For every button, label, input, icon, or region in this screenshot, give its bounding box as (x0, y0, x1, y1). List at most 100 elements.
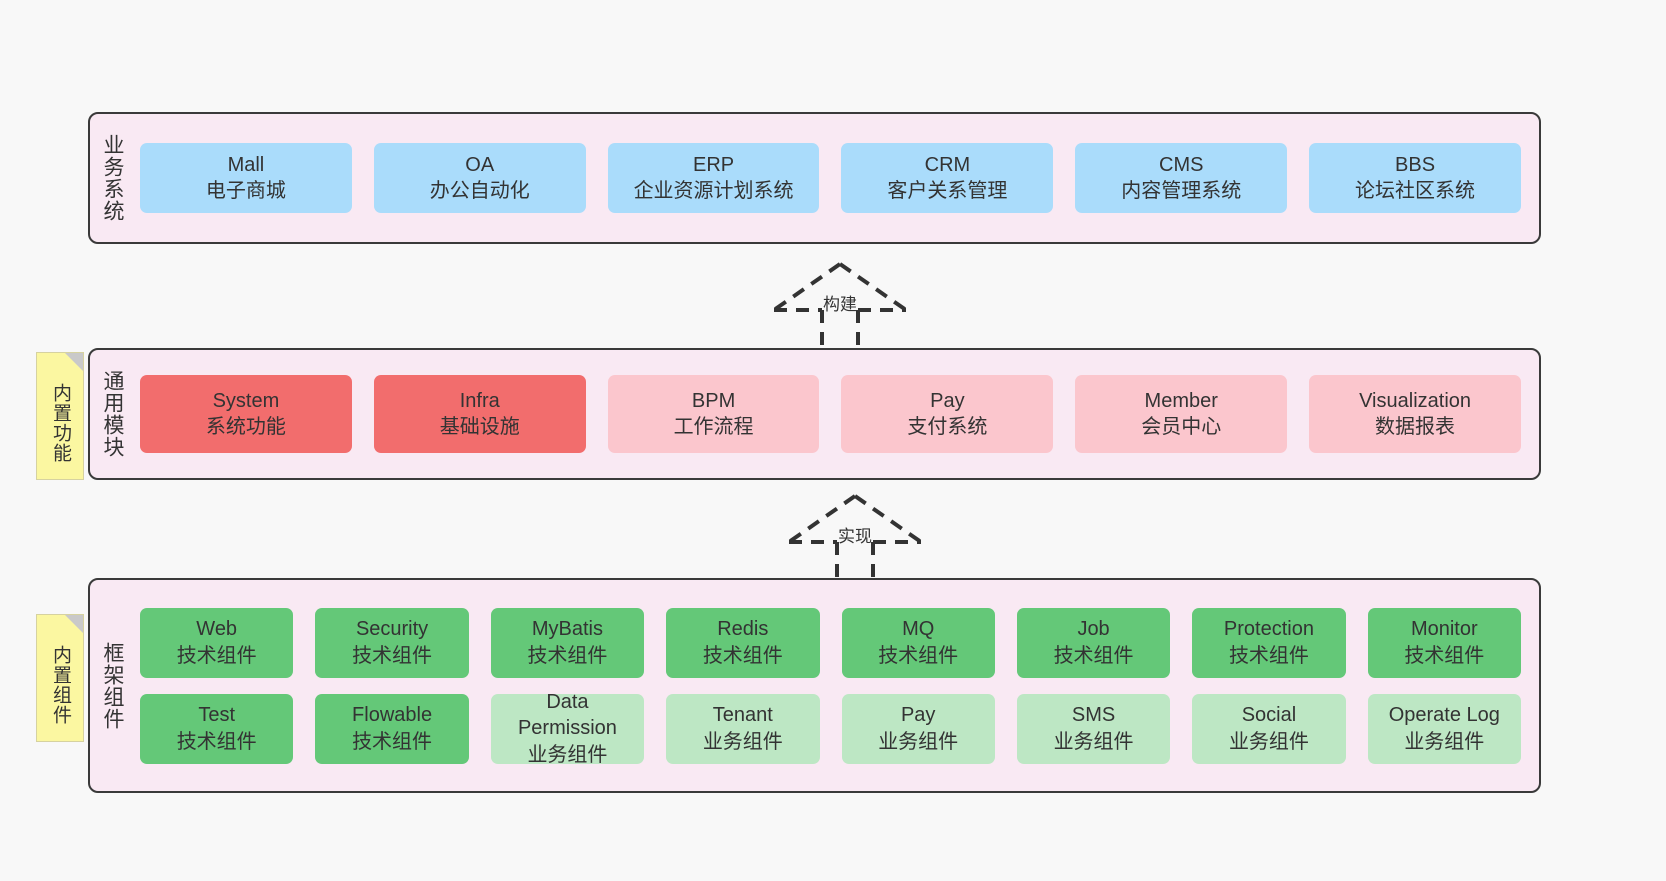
card-visualization-sub: 数据报表 (1375, 416, 1456, 438)
card-monitor-name: Monitor (1410, 618, 1478, 641)
card-pay-framework-sub: 业务组件 (878, 730, 959, 753)
card-pay-common-name: Pay (930, 389, 965, 412)
card-mall-sub: 电子商城 (205, 180, 286, 202)
card-cms-sub: 内容管理系统 (1121, 180, 1242, 202)
layer-common-module-title: 通用模块 (100, 370, 124, 458)
sticky-note-builtin-function: 内置功能 (36, 352, 84, 480)
card-crm[interactable]: CRM 客户关系管理 (841, 143, 1054, 213)
card-infra-sub: 基础设施 (439, 416, 520, 438)
card-security-name: Security (355, 618, 429, 641)
sticky-note-builtin-component: 内置组件 (36, 614, 84, 742)
common-card-row: System 系统功能 Infra 基础设施 BPM 工作流程 Pay 支付系统… (140, 375, 1521, 453)
card-bbs[interactable]: BBS 论坛社区系统 (1309, 143, 1521, 213)
sticky-note-builtin-component-label: 内置组件 (50, 645, 72, 725)
card-bbs-sub: 论坛社区系统 (1355, 180, 1476, 202)
card-pay-common[interactable]: Pay 支付系统 (841, 375, 1054, 453)
card-web[interactable]: Web 技术组件 (140, 607, 294, 678)
card-social[interactable]: Social 业务组件 (1192, 693, 1346, 764)
card-protection-sub: 技术组件 (1228, 644, 1309, 667)
card-crm-name: CRM (924, 153, 971, 176)
card-member-sub: 会员中心 (1141, 416, 1222, 438)
card-protection-name: Protection (1223, 618, 1314, 641)
card-sms[interactable]: SMS 业务组件 (1016, 693, 1171, 764)
card-erp[interactable]: ERP 企业资源计划系统 (607, 143, 820, 213)
card-tenant-name: Tenant (712, 704, 773, 727)
card-data-permission[interactable]: Data Permission 业务组件 (490, 691, 645, 766)
arrow-build-label: 构建 (823, 295, 857, 314)
card-oa-name: OA (465, 153, 495, 176)
card-system-sub: 系统功能 (205, 416, 286, 438)
card-test-name: Test (198, 704, 236, 727)
layer-framework-component-title: 框架组件 (100, 641, 124, 730)
card-mq-sub: 技术组件 (878, 644, 959, 667)
card-redis-name: Redis (717, 618, 769, 641)
card-operate-log-name: Operate Log (1388, 704, 1500, 727)
card-social-name: Social (1241, 704, 1297, 727)
card-bpm-name: BPM (691, 389, 736, 412)
card-erp-sub: 企业资源计划系统 (633, 180, 794, 202)
card-bpm[interactable]: BPM 工作流程 (607, 375, 820, 453)
card-mall-name: Mall (227, 153, 265, 176)
card-test-sub: 技术组件 (176, 730, 257, 753)
card-mq[interactable]: MQ 技术组件 (841, 607, 995, 678)
card-tenant[interactable]: Tenant 业务组件 (666, 693, 820, 764)
layer-business-system-title: 业务系统 (100, 134, 124, 222)
card-mybatis-name: MyBatis (531, 618, 603, 641)
card-mq-name: MQ (902, 618, 935, 641)
card-member[interactable]: Member 会员中心 (1075, 375, 1288, 453)
card-web-name: Web (196, 618, 238, 641)
card-job-sub: 技术组件 (1053, 644, 1134, 667)
card-job[interactable]: Job 技术组件 (1016, 607, 1171, 678)
arrow-implement-label: 实现 (838, 527, 872, 546)
card-mybatis-sub: 技术组件 (527, 644, 608, 667)
card-operate-log[interactable]: Operate Log 业务组件 (1367, 693, 1521, 764)
card-sms-sub: 业务组件 (1053, 730, 1134, 753)
card-redis-sub: 技术组件 (702, 644, 783, 667)
card-monitor[interactable]: Monitor 技术组件 (1367, 607, 1521, 678)
card-system[interactable]: System 系统功能 (140, 375, 352, 453)
card-crm-sub: 客户关系管理 (887, 180, 1008, 202)
card-job-name: Job (1077, 618, 1110, 641)
layer-common-module: 通用模块 System 系统功能 Infra 基础设施 BPM 工作流程 Pay… (88, 348, 1541, 480)
card-web-sub: 技术组件 (176, 644, 257, 667)
framework-card-row-business: Test 技术组件 Flowable 技术组件 Data Permission … (140, 691, 1521, 766)
card-security[interactable]: Security 技术组件 (315, 607, 469, 678)
card-redis[interactable]: Redis 技术组件 (666, 607, 820, 678)
card-pay-framework[interactable]: Pay 业务组件 (841, 693, 995, 764)
card-tenant-sub: 业务组件 (702, 730, 783, 753)
card-visualization[interactable]: Visualization 数据报表 (1309, 375, 1521, 453)
card-infra[interactable]: Infra 基础设施 (373, 375, 586, 453)
card-cms[interactable]: CMS 内容管理系统 (1075, 143, 1288, 213)
card-oa[interactable]: OA 办公自动化 (373, 143, 586, 213)
card-mall[interactable]: Mall 电子商城 (140, 143, 352, 213)
layer-framework-component-body: Web 技术组件 Security 技术组件 MyBatis 技术组件 Redi… (134, 580, 1539, 791)
card-social-sub: 业务组件 (1228, 730, 1309, 753)
framework-card-row-technical: Web 技术组件 Security 技术组件 MyBatis 技术组件 Redi… (140, 607, 1521, 678)
card-pay-framework-name: Pay (900, 704, 936, 727)
card-monitor-sub: 技术组件 (1404, 644, 1485, 667)
card-test[interactable]: Test 技术组件 (140, 693, 294, 764)
arrow-implement: 实现 (775, 490, 935, 586)
card-flowable-name: Flowable (352, 704, 433, 727)
card-data-permission-sub: 业务组件 (527, 743, 608, 766)
card-mybatis[interactable]: MyBatis 技术组件 (490, 607, 645, 678)
layer-business-system: 业务系统 Mall 电子商城 OA 办公自动化 ERP 企业资源计划系统 CRM… (88, 112, 1541, 244)
card-flowable-sub: 技术组件 (352, 730, 433, 753)
layer-framework-component: 框架组件 Web 技术组件 Security 技术组件 MyBatis 技术组件… (88, 578, 1541, 793)
arrow-implement-icon (787, 494, 923, 584)
card-bpm-sub: 工作流程 (673, 416, 754, 438)
card-cms-name: CMS (1159, 153, 1204, 176)
arrow-build: 构建 (760, 258, 920, 354)
card-flowable[interactable]: Flowable 技术组件 (315, 693, 469, 764)
card-data-permission-name: Data Permission (517, 690, 617, 740)
card-system-name: System (212, 389, 280, 412)
card-infra-name: Infra (459, 389, 500, 412)
layer-common-module-body: System 系统功能 Infra 基础设施 BPM 工作流程 Pay 支付系统… (134, 350, 1539, 478)
card-protection[interactable]: Protection 技术组件 (1192, 607, 1346, 678)
card-sms-name: SMS (1071, 704, 1116, 727)
arrow-build-icon (772, 262, 908, 352)
business-card-row: Mall 电子商城 OA 办公自动化 ERP 企业资源计划系统 CRM 客户关系… (140, 143, 1521, 213)
card-operate-log-sub: 业务组件 (1404, 730, 1485, 753)
sticky-note-builtin-function-label: 内置功能 (50, 383, 72, 463)
